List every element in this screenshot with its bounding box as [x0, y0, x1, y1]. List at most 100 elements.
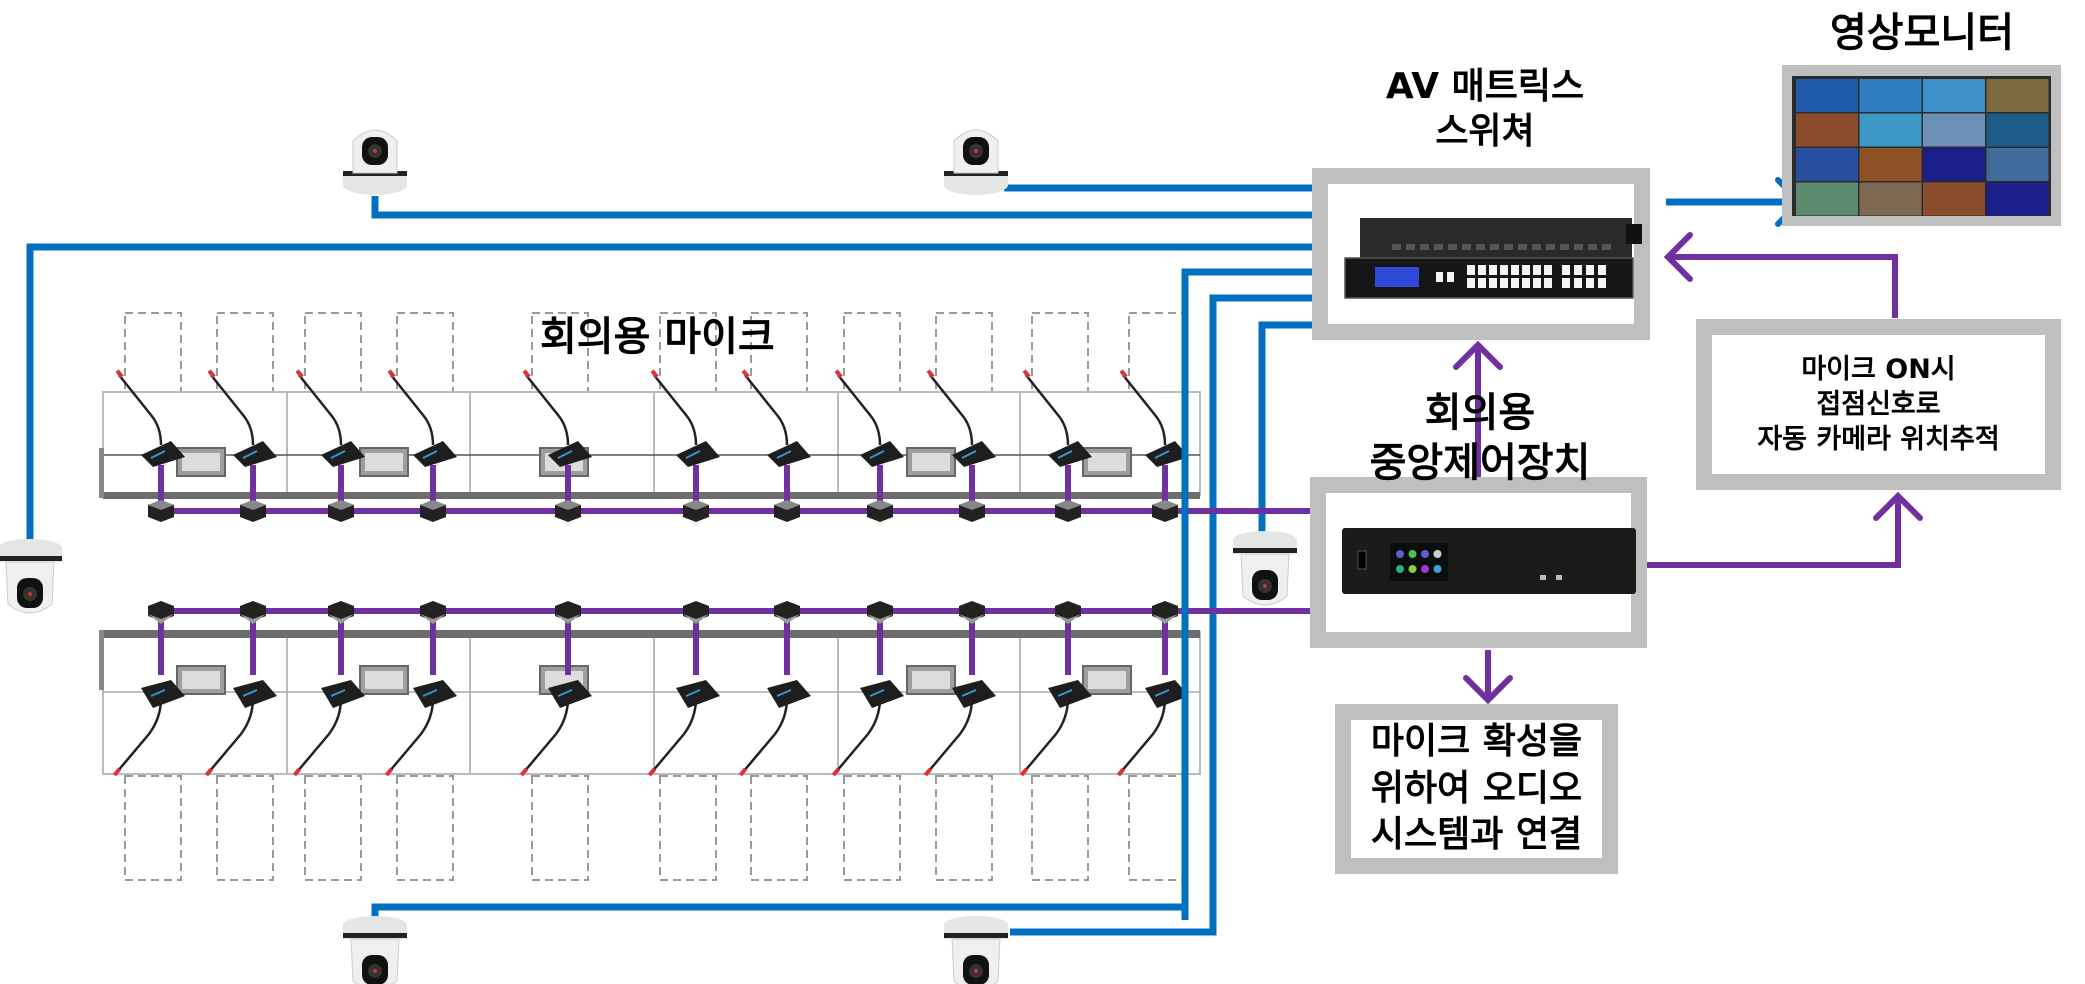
touch-icon: [1396, 550, 1404, 558]
name-plate-face: [182, 453, 220, 471]
conference-mic: [831, 680, 904, 777]
mic-led: [557, 689, 573, 697]
monitor-video-tile: [1986, 182, 2049, 216]
name-plate-face: [912, 671, 950, 689]
menu-button: [1574, 278, 1582, 288]
table-top-row: [99, 391, 1201, 499]
junction-box-top: [240, 500, 266, 510]
hdmi-port: [1476, 244, 1485, 250]
mic-led: [961, 450, 977, 459]
ptz-camera: [944, 916, 1008, 984]
input-button: [1500, 278, 1508, 288]
hdmi-port: [1420, 244, 1429, 250]
mic-base: [1145, 441, 1189, 467]
junction-box-bottom: [1152, 614, 1178, 624]
arrow-to-av-matrix-from-tracking: [1663, 232, 1693, 282]
mic-tip: [650, 369, 659, 379]
chair-outline: [750, 775, 808, 881]
mic-bus-bottom: [148, 601, 1328, 675]
mic-gooseneck: [1025, 374, 1070, 446]
mic-tip: [115, 369, 124, 379]
table-end: [99, 448, 104, 498]
mic-base: [141, 680, 185, 708]
mic-tip: [387, 369, 396, 379]
ptz-camera: [343, 916, 407, 984]
monitor-video-tile: [1859, 113, 1922, 147]
mic-gooseneck: [653, 374, 698, 446]
camera-lens-dot: [1263, 584, 1267, 588]
conference-mic: [741, 369, 811, 467]
input-button: [1500, 265, 1508, 275]
mic-led: [150, 450, 166, 459]
mic-led: [776, 450, 792, 459]
mic-tip: [1119, 369, 1128, 379]
front-button: [1540, 575, 1546, 580]
junction-box-top: [328, 500, 354, 510]
camera-lens-dot: [373, 149, 377, 153]
chair-outline: [843, 775, 901, 881]
input-button: [1489, 265, 1497, 275]
mic-tip: [1022, 369, 1031, 379]
junction-box-top: [1152, 500, 1178, 510]
hdmi-port: [1406, 244, 1415, 250]
input-button: [1544, 278, 1552, 288]
mic-tip: [834, 369, 843, 379]
video-monitor-label: 영상모니터: [1830, 10, 2014, 56]
conference-mic: [204, 680, 277, 777]
touch-icon: [1408, 565, 1417, 573]
central-control-chassis: [1342, 528, 1636, 594]
conference-mic: [650, 369, 720, 467]
power-socket: [1626, 224, 1642, 244]
camera-base-band: [1233, 548, 1297, 553]
lcd-display: [1375, 267, 1419, 287]
chair-outline: [124, 312, 182, 400]
monitor-video-tile: [1796, 148, 1858, 181]
hdmi-port: [1588, 244, 1597, 250]
video-line: [371, 903, 1185, 930]
hdmi-port: [1560, 244, 1569, 250]
name-plate-face: [1088, 671, 1126, 689]
name-plates-bottom: [176, 665, 1132, 695]
hdmi-port: [1504, 244, 1513, 250]
touch-screen: [1390, 543, 1448, 581]
mic-gooseneck: [390, 374, 435, 446]
mic-base: [860, 680, 904, 708]
junction-box-top: [555, 500, 581, 510]
junction-box-top: [959, 500, 985, 510]
junction-box: [774, 601, 800, 621]
video-line: [1010, 294, 1328, 936]
chair-outline: [396, 312, 454, 400]
mic-led: [869, 689, 885, 697]
conference-mic: [1022, 369, 1092, 467]
arrow-to-tracking-box: [1873, 491, 1923, 521]
name-plate-face: [1088, 453, 1126, 471]
monitor-video-tile: [1986, 113, 2049, 147]
camera-tracking-box: 마이크 ON시 접점신호로 자동 카메라 위치추적: [1696, 319, 2061, 490]
junction-box-top: [867, 500, 893, 510]
mic-base: [321, 441, 365, 467]
mic-led: [242, 689, 258, 697]
hdmi-port: [1602, 244, 1611, 250]
junction-box-bottom: [420, 614, 446, 624]
touch-icon: [1421, 565, 1429, 573]
av-matrix-label: AV 매트릭스 스위쳐: [1385, 66, 1585, 152]
conference-mics-label: 회의용 마이크: [540, 314, 775, 360]
arrow-to-av-matrix: [1453, 340, 1503, 370]
mic-led: [1154, 450, 1170, 459]
junction-box: [555, 601, 581, 621]
chair-outline: [843, 312, 901, 400]
mic-base: [233, 680, 277, 708]
mic-base: [1048, 680, 1092, 708]
camera-lens-dot: [974, 149, 978, 153]
mic-bus-top: [148, 465, 1328, 522]
touch-icon: [1408, 550, 1417, 558]
mic-tip: [112, 767, 122, 777]
conference-mic: [738, 680, 811, 777]
chair-outline: [124, 775, 182, 881]
junction-box-bottom: [867, 614, 893, 624]
control-line: [1646, 496, 1901, 568]
input-button: [1478, 278, 1486, 288]
chair-outline: [304, 775, 362, 881]
junction-box-bottom: [555, 614, 581, 624]
touch-icon: [1421, 550, 1429, 558]
